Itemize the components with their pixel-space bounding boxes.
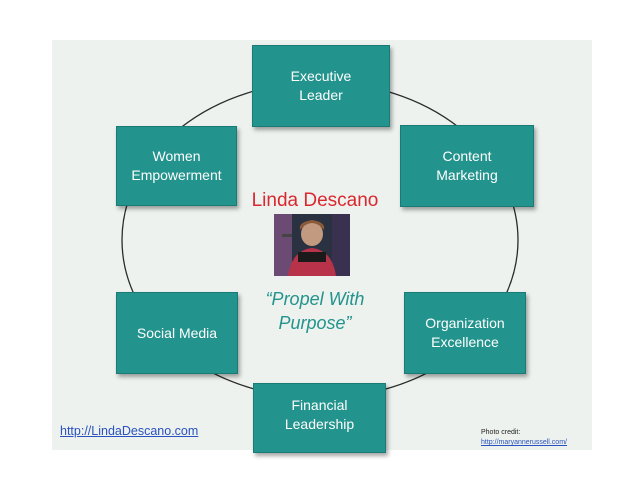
content-marketing-label: Content Marketing xyxy=(436,148,498,183)
organization-excellence-node: Organization Excellence xyxy=(404,292,526,374)
financial-leadership-label: Financial Leadership xyxy=(284,397,355,432)
social-media-label: Social Media xyxy=(136,324,218,341)
women-empowerment-label: Women Empowerment xyxy=(131,148,222,183)
photo-credit-link[interactable]: http://maryannerussell.com/ xyxy=(481,439,567,446)
organization-excellence-label: Organization Excellence xyxy=(425,315,505,350)
photo-credit-label: Photo credit: xyxy=(481,429,521,436)
photo-credit: Photo credit: http://maryannerussell.com… xyxy=(481,428,567,448)
content-marketing-node: Content Marketing xyxy=(400,125,534,207)
executive-leader-node: Executive Leader xyxy=(252,45,390,127)
portrait-photo xyxy=(274,214,350,276)
financial-leadership-node: Financial Leadership xyxy=(253,383,386,453)
women-empowerment-node: Women Empowerment xyxy=(116,126,237,206)
executive-leader-label: Executive Leader xyxy=(290,68,352,103)
tagline: “Propel With Purpose” xyxy=(265,289,365,333)
website-link[interactable]: http://LindaDescano.com xyxy=(60,424,199,438)
portrait-image xyxy=(274,214,350,276)
center-name: Linda Descano xyxy=(251,190,379,211)
social-media-node: Social Media xyxy=(116,292,238,374)
